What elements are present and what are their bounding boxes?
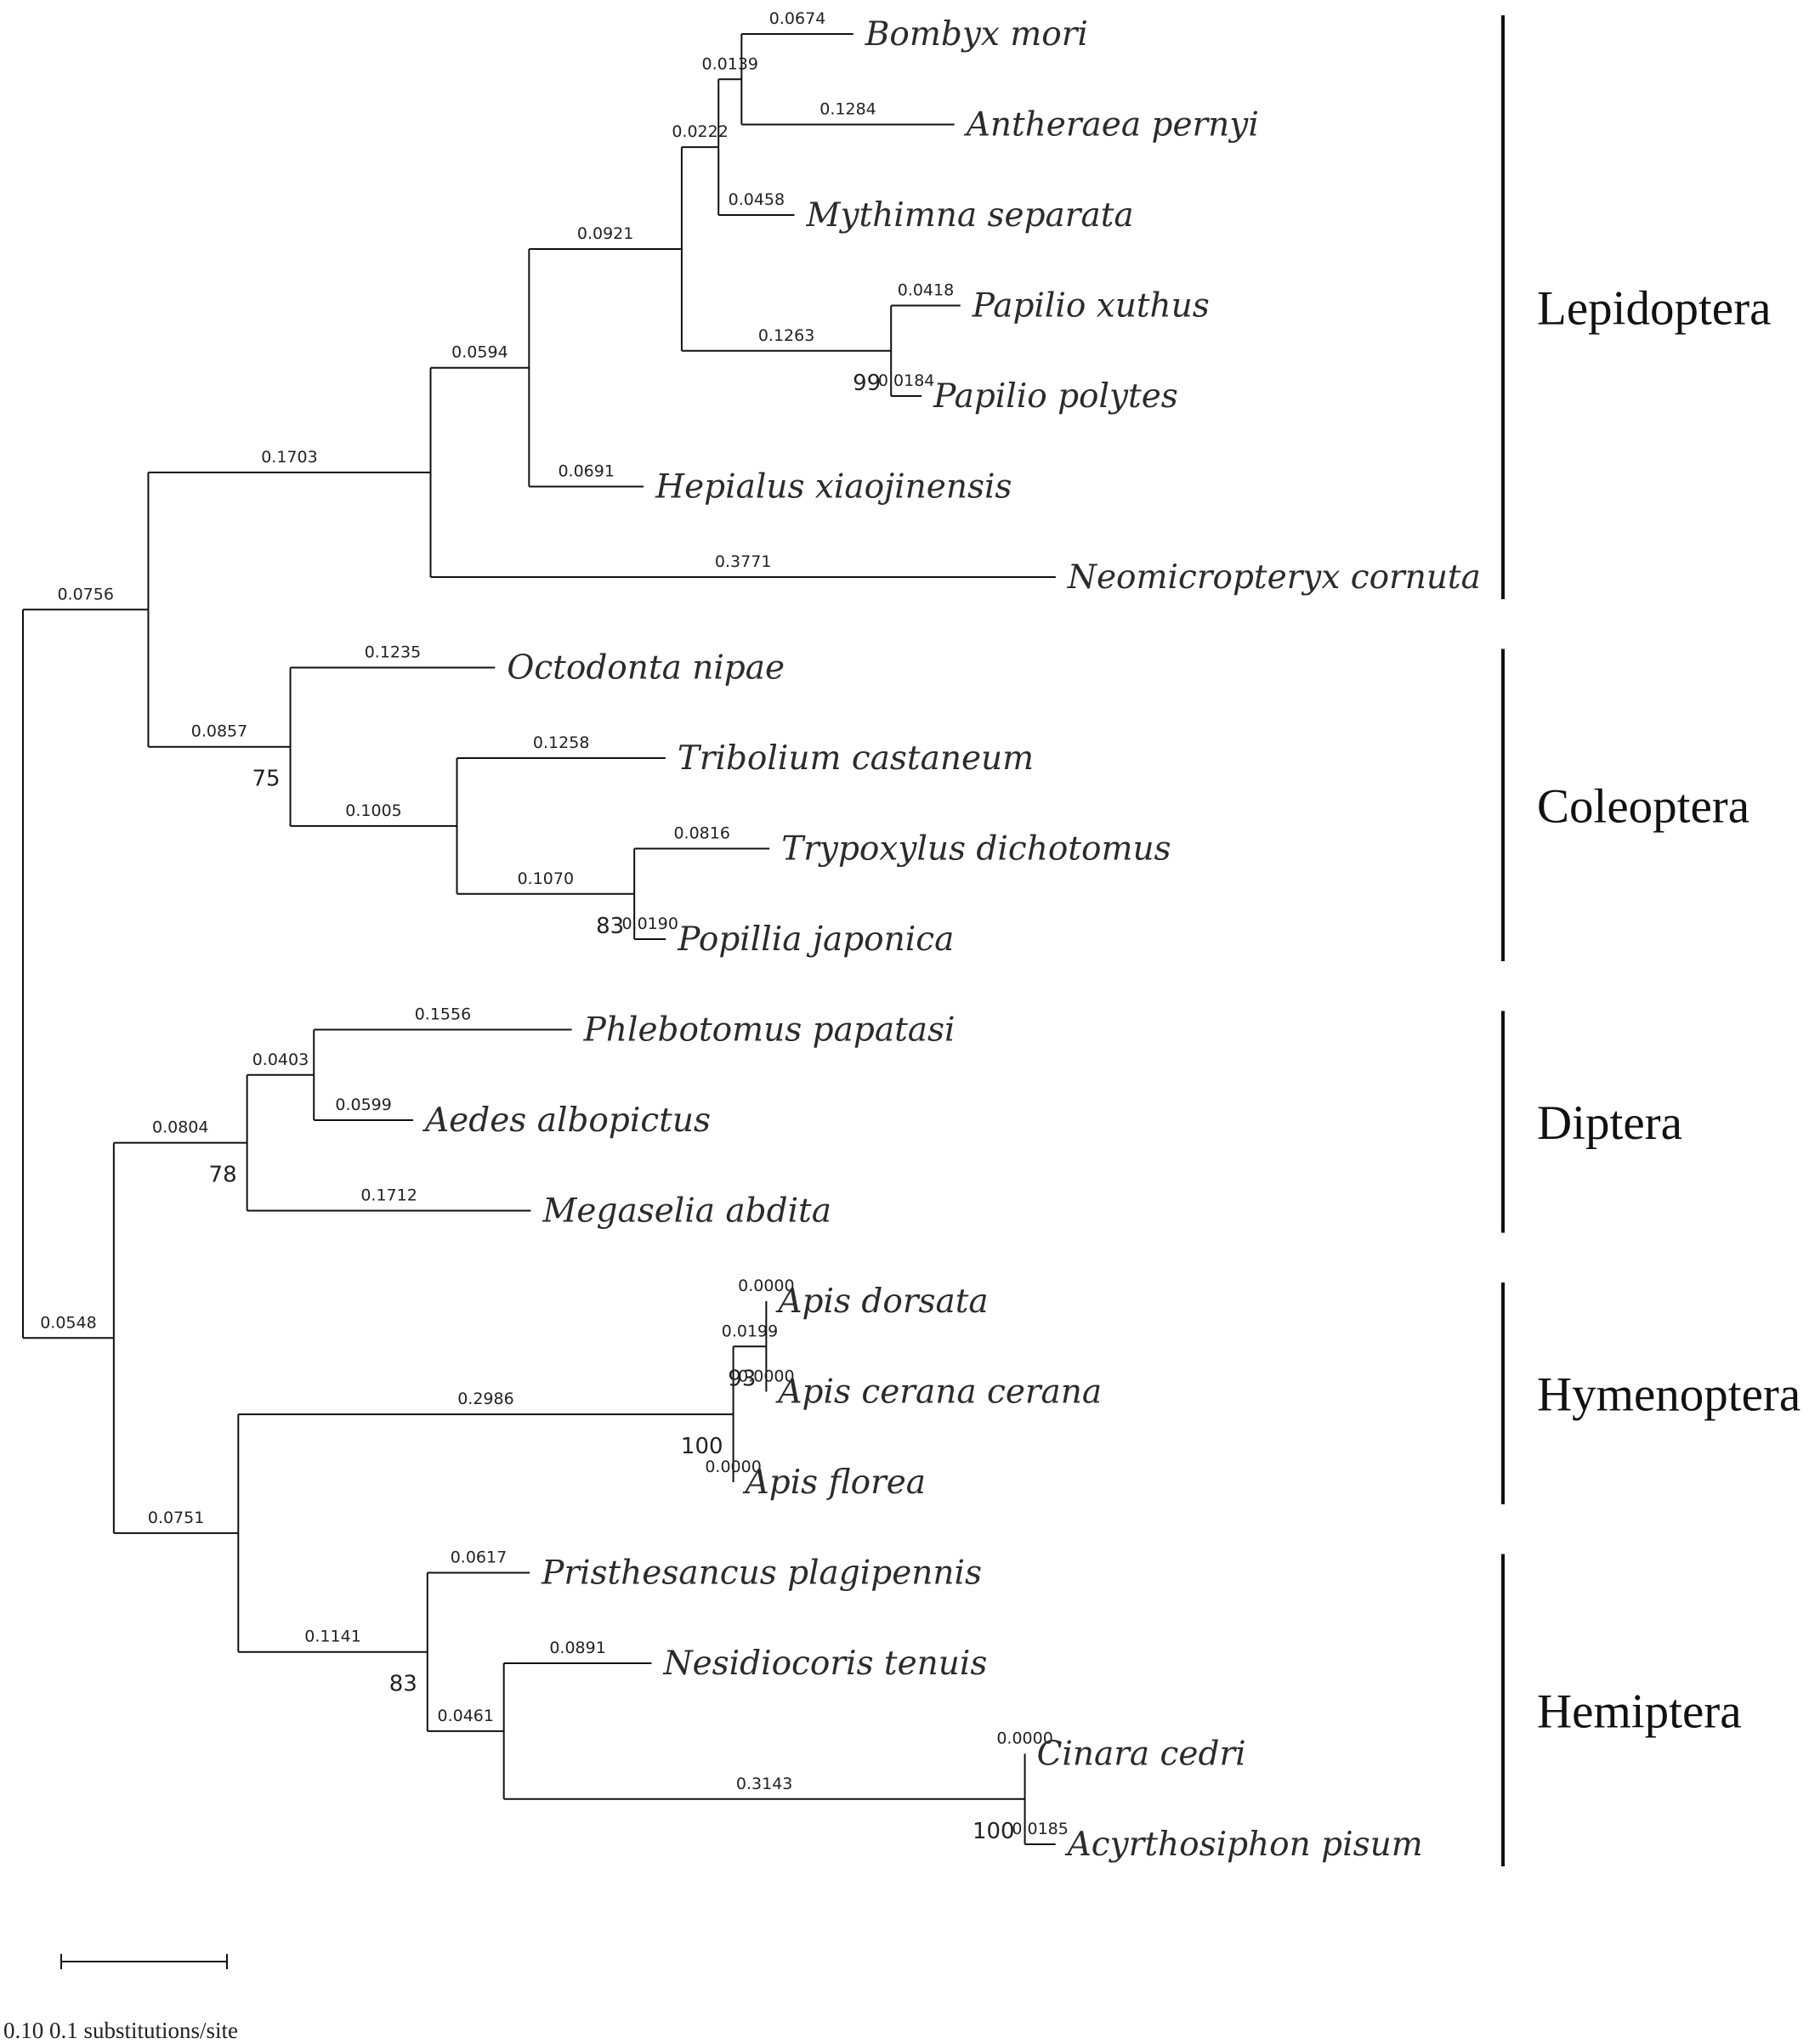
bootstrap-value: 75: [252, 767, 280, 792]
taxon-label: Antheraea pernyi: [964, 106, 1259, 144]
branch-length-label: 0.0190: [621, 914, 678, 933]
bootstrap-value: 83: [596, 914, 624, 939]
branch-length-label: 0.0139: [702, 54, 758, 73]
branch-length-label: 0.1235: [365, 643, 421, 662]
branch-length-label: 0.0458: [729, 190, 785, 209]
bootstrap-value: 100: [973, 1819, 1015, 1844]
branch-length-label: 0.0199: [722, 1322, 778, 1340]
branch-length-label: 0.1141: [304, 1628, 360, 1646]
branch-length-label: 0.0674: [769, 9, 825, 28]
order-label: Diptera: [1537, 1096, 1682, 1150]
taxon-label: Acyrthosiphon pisum: [1065, 1826, 1423, 1864]
order-label: Hymenoptera: [1537, 1368, 1800, 1422]
branch-length-label: 0.0756: [57, 585, 113, 603]
taxon-label: Megaselia abdita: [542, 1192, 831, 1231]
branch-length-label: 0.1712: [360, 1186, 417, 1205]
branch-length-label: 0.1703: [261, 448, 317, 467]
branch-length-label: 0.0617: [451, 1549, 507, 1567]
bootstrap-value: 100: [681, 1434, 723, 1459]
branch-length-label: 0.0691: [558, 462, 614, 481]
branch-length-label: 0.0403: [252, 1050, 309, 1069]
branch-length-label: 0.0804: [152, 1118, 208, 1137]
branch-length-label: 0.3771: [715, 552, 771, 571]
branch-length-label: 0.0599: [335, 1096, 391, 1114]
taxon-label: Papilio xuthus: [972, 287, 1210, 326]
taxon-label: Pristhesancus plagipennis: [541, 1554, 982, 1593]
taxon-label: Mythimna separata: [806, 196, 1134, 235]
taxon-label: Octodonta nipae: [507, 649, 785, 688]
taxon-label: Apis florea: [743, 1464, 926, 1502]
branch-length-label: 0.0594: [451, 343, 508, 362]
bootstrap-value: 93: [728, 1366, 756, 1391]
taxon-label: Bombyx mori: [865, 15, 1088, 54]
branch-length-label: 0.1258: [533, 733, 589, 752]
taxon-label: Nesidiocoris tenuis: [662, 1645, 987, 1683]
taxon-label: Trypoxylus dichotomus: [781, 830, 1171, 869]
branch-length-label: 0.1556: [415, 1005, 471, 1024]
branch-length-label: 0.0921: [577, 224, 633, 243]
scale-bar-caption: 0.10 0.1 substitutions/site: [3, 2018, 239, 2043]
bootstrap-value: 78: [209, 1163, 237, 1188]
branch-length-label: 0.0222: [672, 122, 728, 141]
branch-length-label: 0.0000: [705, 1458, 761, 1476]
branch-length-label: 0.0000: [738, 1277, 794, 1295]
taxon-label: Hepialus xiaojinensis: [655, 468, 1012, 507]
taxon-label: Tribolium castaneum: [678, 739, 1034, 778]
order-label: Lepidoptera: [1537, 282, 1771, 336]
branch-length-label: 0.0185: [1012, 1820, 1068, 1838]
taxon-label: Neomicropteryx cornuta: [1067, 558, 1481, 597]
branch-length-label: 0.0857: [191, 722, 247, 741]
taxon-label: Popillia japonica: [677, 920, 954, 959]
branch-length-label: 0.0891: [549, 1639, 605, 1657]
bootstrap-value: 99: [853, 371, 881, 396]
branch-length-label: 0.0418: [898, 281, 954, 300]
branch-length-label: 0.0000: [996, 1730, 1052, 1748]
branch-length-label: 0.0548: [40, 1313, 96, 1332]
branch-length-label: 0.3143: [736, 1775, 792, 1793]
branch-length-label: 0.2986: [457, 1390, 513, 1408]
taxon-label: Cinara cedri: [1037, 1735, 1246, 1774]
branch-length-label: 0.0000: [738, 1367, 794, 1386]
taxon-label: Papilio polytes: [933, 377, 1178, 416]
taxon-label: Phlebotomus papatasi: [583, 1011, 956, 1050]
branch-length-label: 0.0751: [148, 1509, 204, 1527]
order-label: Hemiptera: [1537, 1684, 1742, 1738]
branch-length-label: 0.0461: [438, 1707, 494, 1725]
branch-length-label: 0.1284: [819, 100, 876, 119]
taxon-label: Aedes albopictus: [422, 1101, 711, 1140]
branch-length-label: 0.0184: [878, 371, 934, 390]
branch-length-label: 0.1005: [345, 801, 401, 820]
branch-length-label: 0.0816: [673, 824, 729, 843]
taxon-label: Apis dorsata: [775, 1282, 988, 1321]
branch-length-label: 0.1263: [758, 326, 814, 345]
order-label: Coleoptera: [1537, 779, 1749, 833]
branch-length-label: 0.1070: [518, 869, 574, 888]
bootstrap-value: 83: [389, 1672, 417, 1697]
taxon-label: Apis cerana cerana: [775, 1373, 1102, 1412]
